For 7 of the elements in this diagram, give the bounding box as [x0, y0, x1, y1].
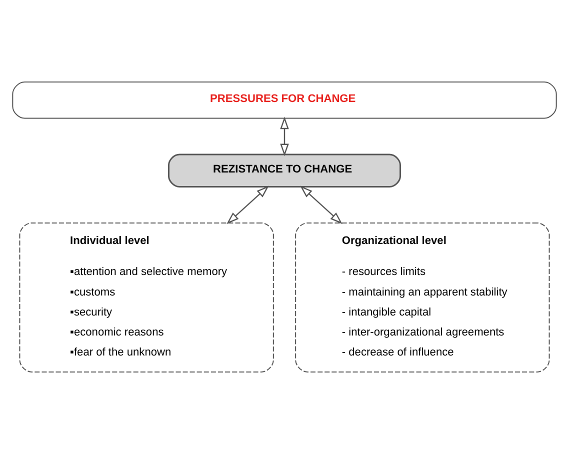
arrow: [280, 116, 289, 156]
node-box: PRESSURES FOR CHANGE: [12, 82, 557, 119]
node-box: REZISTANCE TO CHANGE: [168, 154, 402, 188]
arrow: [226, 186, 269, 224]
arrow: [300, 186, 342, 224]
node-box: Organizational level - resources limits - maintaining an apparent stability - intangible capital - inter-organizational agreements - decrease of influence: [295, 222, 550, 372]
node-box: Individual level ▪attention and selective memory ▪customs ▪security ▪economic reasons ▪fear of the unknown: [19, 222, 274, 372]
